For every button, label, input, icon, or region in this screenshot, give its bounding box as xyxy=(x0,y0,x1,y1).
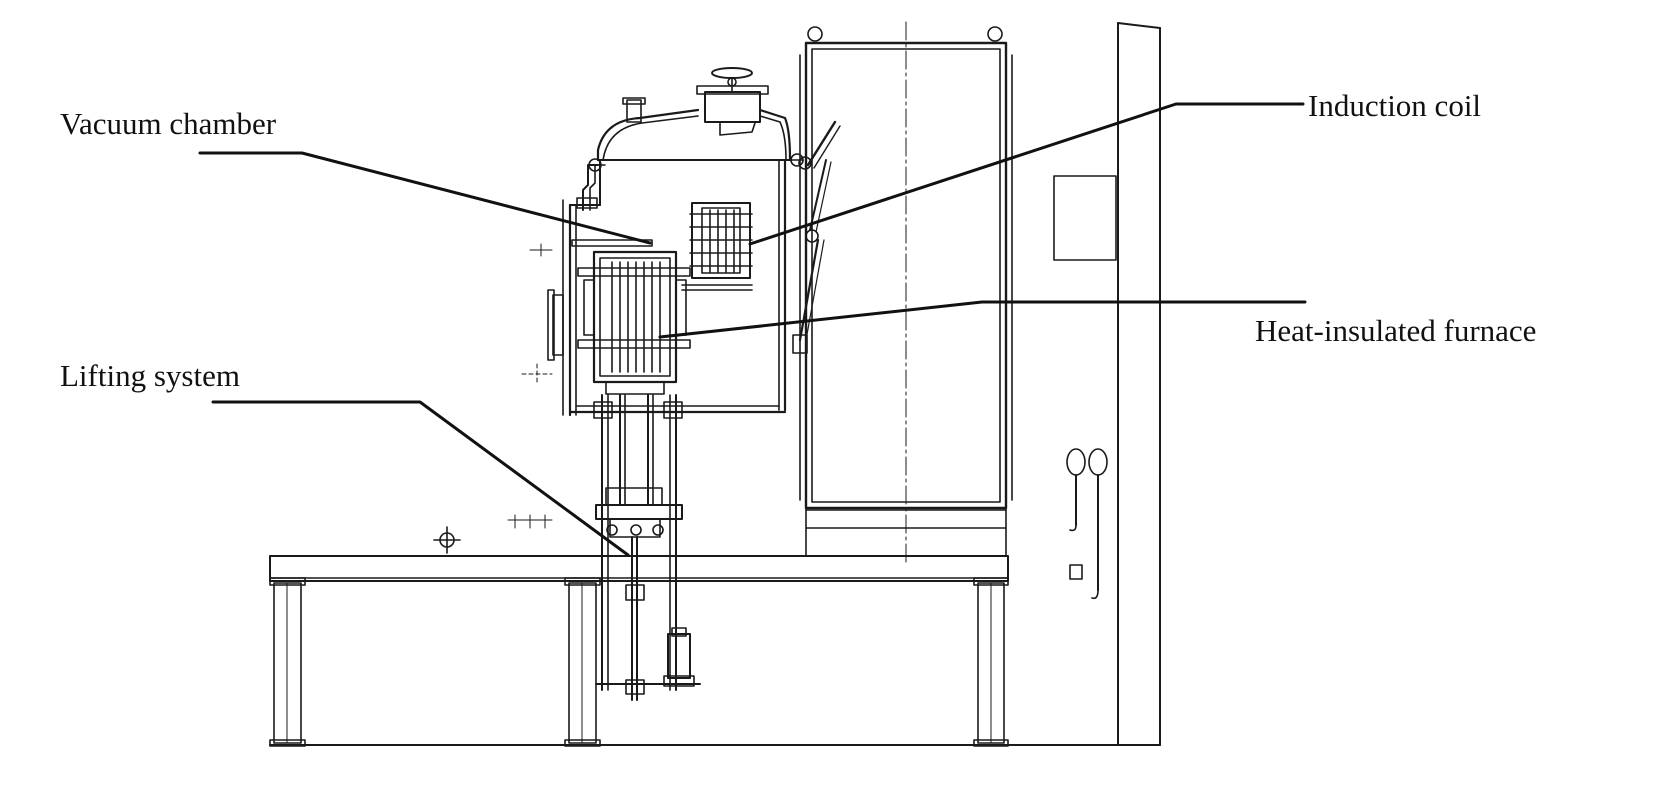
leader-heat-insulated-furnace xyxy=(658,300,1307,339)
label-vacuum-chamber: Vacuum chamber xyxy=(60,106,277,141)
side-panel xyxy=(1053,22,1161,746)
leader-lifting-system xyxy=(211,400,630,557)
vacuum-chamber xyxy=(521,67,804,417)
induction-coil xyxy=(681,202,753,291)
lifting-system xyxy=(507,394,701,701)
leader-vacuum-chamber xyxy=(198,151,652,245)
label-heat-insulated-furnace: Heat-insulated furnace xyxy=(1255,313,1537,348)
heat-insulated-furnace xyxy=(571,239,691,395)
leader-lines xyxy=(198,102,1307,557)
label-induction-coil: Induction coil xyxy=(1308,88,1482,123)
base-table xyxy=(269,526,1161,747)
leader-induction-coil xyxy=(748,102,1305,246)
label-lifting-system: Lifting system xyxy=(60,358,240,393)
control-cabinet xyxy=(799,21,1013,567)
